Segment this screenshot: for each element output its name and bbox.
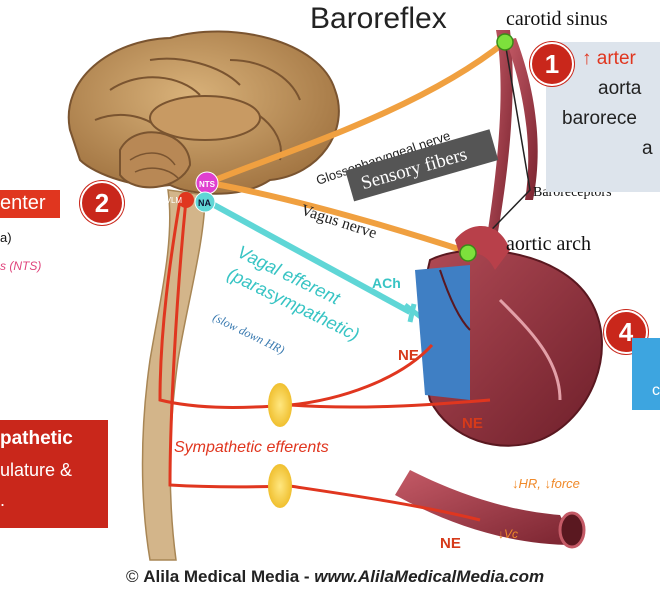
center-label-box: enter [0, 190, 60, 218]
carotid-baroreceptor-dot [496, 33, 514, 51]
copyright-icon: © [126, 567, 139, 586]
sympathetic-ganglion-1 [268, 383, 292, 427]
glossopharyngeal-nerve-path [213, 39, 507, 183]
step1-line2: aorta [598, 78, 642, 99]
sympathetic-info-box: pathetic ulature & . [0, 420, 108, 528]
carotid-artery [488, 30, 513, 232]
vagal-efferent-path [203, 197, 412, 315]
step1-line3: barorece [562, 108, 637, 129]
center-label: enter [0, 192, 46, 214]
footer-url: www.AlilaMedicalMedia.com [314, 567, 545, 586]
step4-number-badge: 4 [604, 310, 648, 354]
carotid-branch [506, 38, 538, 200]
step1-number-badge: 1 [530, 42, 574, 86]
sympathetic-efferents-label: Sympathetic efferents [174, 439, 329, 456]
vagus-nerve-path [214, 181, 469, 255]
sympathetic-path-1 [158, 199, 291, 409]
step4-info-box: c [632, 338, 660, 410]
nts-label: NTS [199, 180, 216, 189]
step1-line1-text: arter [596, 48, 636, 69]
na-label: NA [198, 198, 211, 208]
vc-label: ↓Vc [498, 527, 518, 541]
vagus-nerve-label: Vagus nerve [299, 202, 379, 242]
copyright-footer: © Alila Medical Media - www.AlilaMedical… [126, 567, 544, 587]
carotid-sinus-label: carotid sinus [506, 8, 608, 30]
step1-up-arrow-icon: ↑ [582, 48, 592, 69]
aortic-baroreceptor-dot [459, 244, 477, 262]
step1-line4: a [642, 138, 653, 159]
sympathetic-ganglion-2 [268, 464, 292, 508]
footer-company: Alila Medical Media - [143, 567, 315, 586]
step2-number-badge: 2 [80, 181, 124, 225]
rvlm-nucleus [178, 192, 194, 208]
page-title: Baroreflex [310, 2, 447, 35]
step2-small-text: a) [0, 230, 12, 245]
ne-label-3: NE [440, 535, 461, 552]
heart-illustration [415, 226, 603, 447]
sympathetic-to-vessel [289, 484, 481, 522]
sympathetic-to-heart [289, 343, 434, 407]
ne-label-2: NE [462, 415, 483, 432]
ach-label: ACh [372, 275, 401, 291]
sympathetic-box-line2: ulature & [0, 460, 73, 480]
peripheral-vessel [395, 470, 575, 545]
sympathetic-to-heart-2 [289, 398, 491, 409]
hr-force-label: ↓HR, ↓force [512, 476, 580, 491]
sympathetic-box-line3: . [0, 490, 6, 510]
step2-nts-text: s (NTS) [0, 259, 42, 273]
vessel-opening [558, 511, 586, 549]
sympathetic-path-2 [168, 199, 291, 489]
sympathetic-box-line1: pathetic [0, 428, 73, 449]
brain-illustration [67, 30, 340, 195]
aortic-arch-label: aortic arch [506, 233, 591, 255]
rvlm-label: RVLM [160, 196, 182, 205]
slow-down-hr-label: (slow down HR) [211, 310, 287, 357]
step4-text: c [652, 382, 660, 399]
ne-label-1: NE [398, 347, 419, 364]
na-nucleus [194, 191, 216, 213]
step1-line1: ↑ arter [582, 48, 636, 70]
